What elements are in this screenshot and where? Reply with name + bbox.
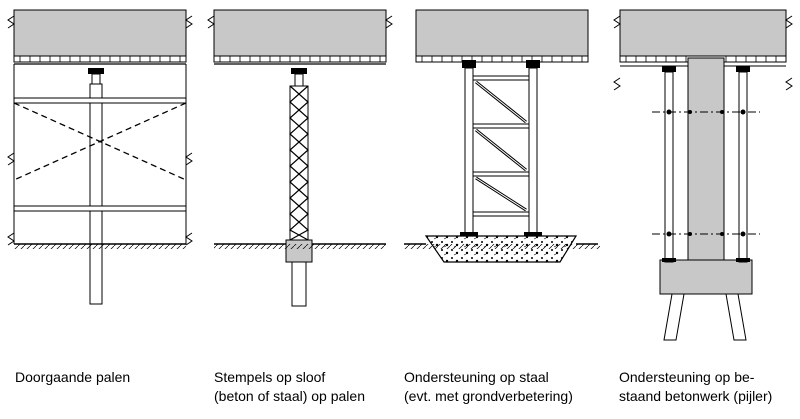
- break-mark: [185, 15, 193, 29]
- break-mark: [785, 77, 793, 91]
- deck-slab: [415, 9, 589, 57]
- tower-leg: [528, 67, 538, 235]
- horizontal-brace: [13, 97, 187, 104]
- sill-block: [285, 239, 313, 263]
- panel-3-support-on-steel: [404, 9, 600, 263]
- break-mark: [385, 15, 393, 29]
- diagonal-brace: [13, 102, 187, 181]
- tower-leg: [464, 67, 474, 235]
- deck-slab: [213, 9, 387, 57]
- break-mark: [7, 232, 15, 246]
- horizontal-brace: [13, 205, 187, 212]
- caption-line: (beton of staal) op palen: [214, 388, 365, 404]
- tower-rungs: [472, 75, 530, 217]
- tower-diagonals: [475, 80, 527, 212]
- head-plate: [526, 60, 540, 68]
- caption-line: Doorgaande palen: [15, 369, 131, 385]
- ground: [14, 244, 186, 249]
- caption-line: Ondersteuning op staal: [404, 369, 549, 385]
- caption-panel-4: Ondersteuning op be- staand betonwerk (p…: [619, 368, 772, 406]
- pier-footing: [659, 259, 753, 295]
- lattice-prop: [288, 85, 310, 241]
- panel-1-continuous-piles: [7, 9, 193, 305]
- break-mark: [613, 15, 621, 29]
- pile: [725, 293, 747, 341]
- pile: [663, 293, 685, 341]
- head-plate: [88, 68, 104, 74]
- caption-line: Ondersteuning op be-: [619, 369, 755, 385]
- caption-line: (evt. met grondverbetering): [404, 388, 573, 404]
- head-plate: [462, 60, 476, 68]
- break-mark: [185, 152, 193, 166]
- ground: [404, 244, 600, 249]
- caption-line: Stempels op sloof: [214, 369, 326, 385]
- caption-panel-3: Ondersteuning op staal (evt. met grondve…: [404, 368, 573, 406]
- break-mark: [785, 15, 793, 29]
- existing-pier: [687, 57, 725, 265]
- break-mark: [7, 152, 15, 166]
- caption-panel-1: Doorgaande palen: [15, 368, 130, 387]
- break-mark: [185, 232, 193, 246]
- break-mark: [613, 77, 621, 91]
- pile: [291, 261, 307, 307]
- break-mark: [7, 15, 15, 29]
- head-plate: [291, 68, 307, 74]
- deck-slab: [13, 9, 187, 57]
- panel-2-props-on-sill: [207, 9, 393, 307]
- head-plate: [736, 66, 750, 72]
- caption-panel-2: Stempels op sloof (beton of staal) op pa…: [214, 368, 365, 406]
- panel-4-support-on-existing-pier: [613, 9, 793, 341]
- ground: [214, 244, 386, 249]
- head-plate: [662, 66, 676, 72]
- caption-line: staand betonwerk (pijler): [619, 388, 773, 404]
- deck-slab: [619, 9, 787, 57]
- break-mark: [207, 15, 215, 29]
- continuous-pile: [89, 83, 103, 305]
